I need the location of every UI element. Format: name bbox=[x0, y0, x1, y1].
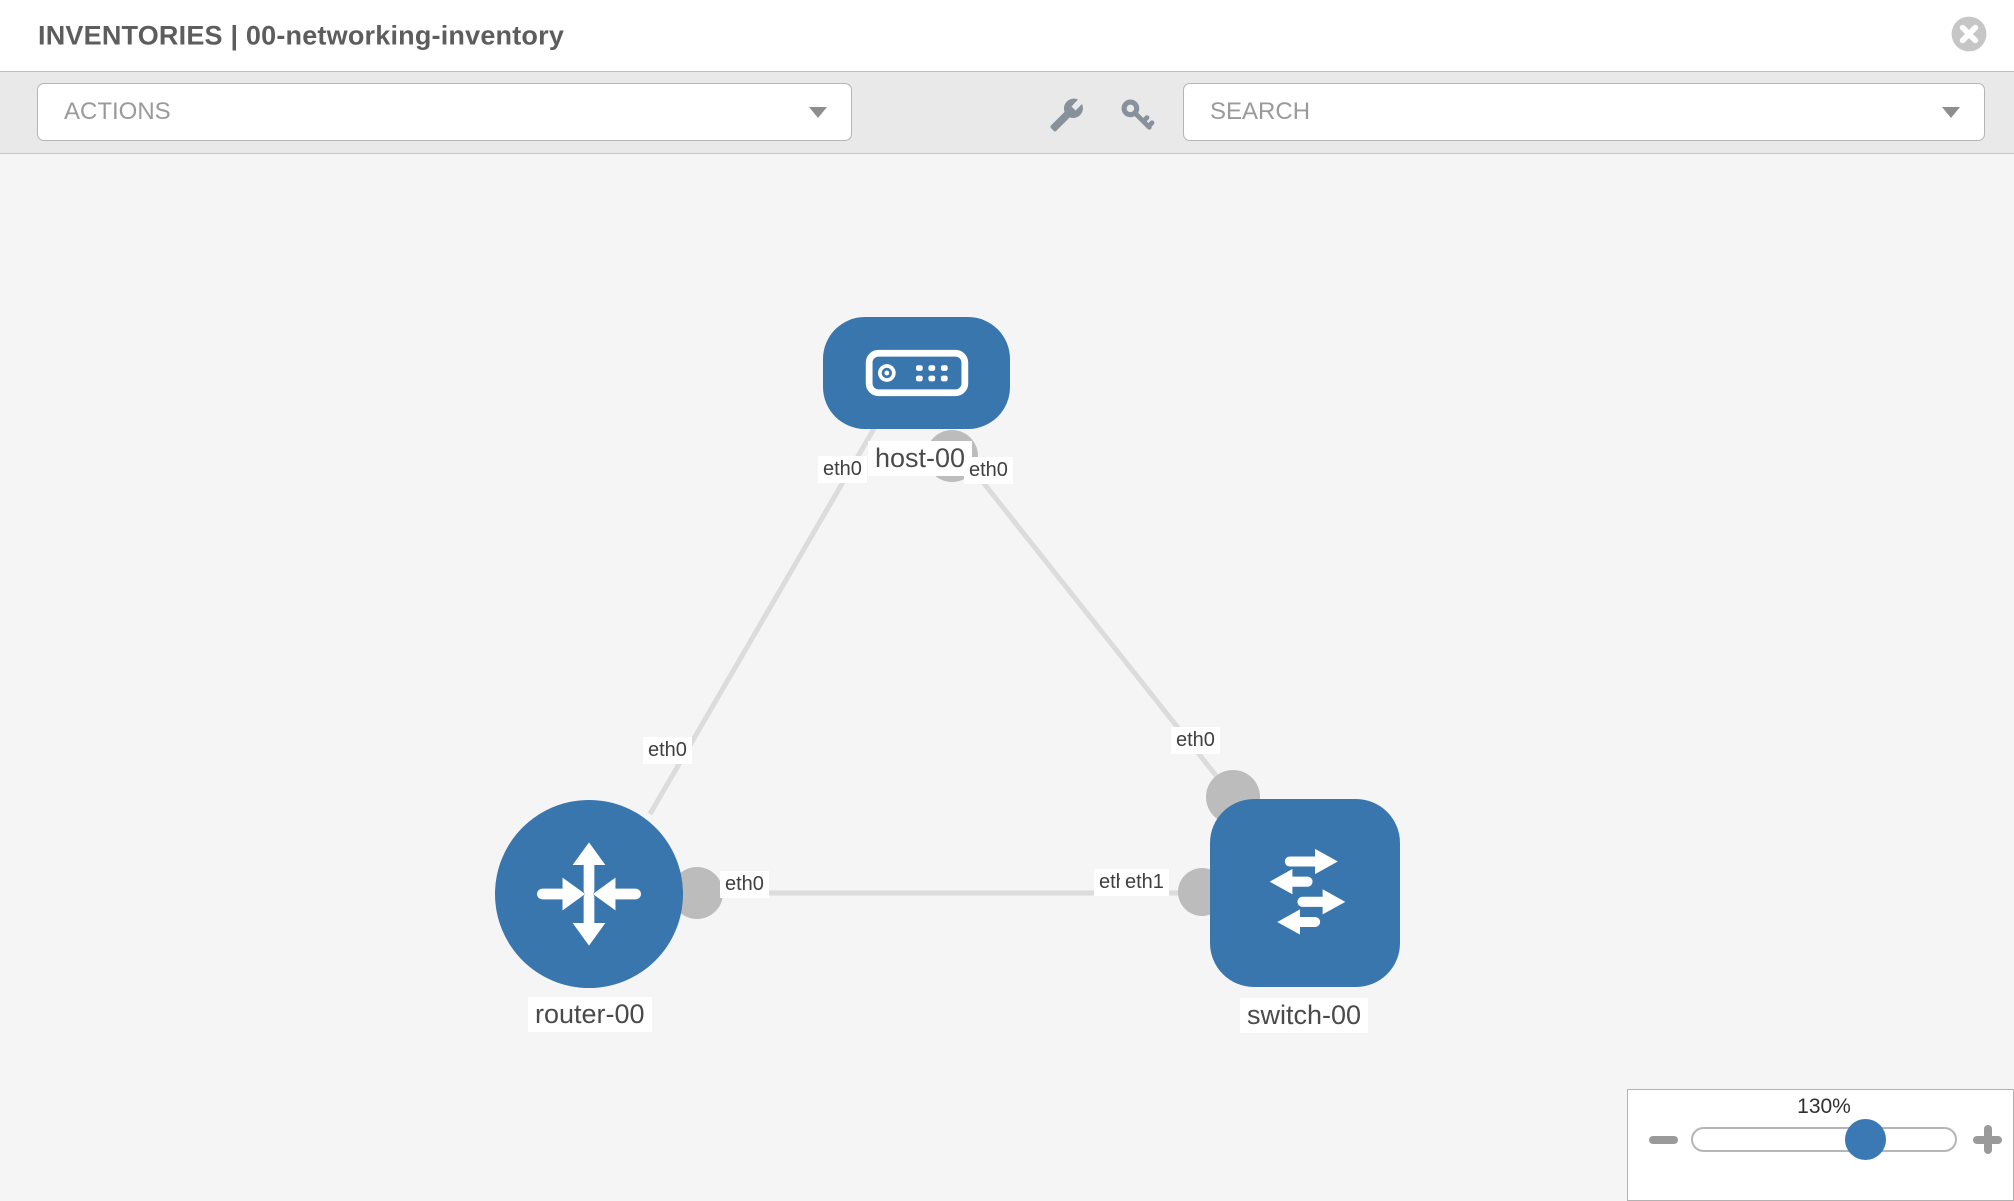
interface-label: eth0 bbox=[964, 457, 1013, 484]
close-icon bbox=[1951, 16, 1987, 52]
actions-dropdown[interactable]: ACTIONS bbox=[37, 83, 852, 141]
zoom-slider-handle[interactable] bbox=[1845, 1119, 1886, 1160]
tools-wrench-button[interactable] bbox=[1049, 97, 1085, 133]
search-dropdown[interactable]: SEARCH bbox=[1183, 83, 1985, 141]
zoom-slider-track[interactable] bbox=[1691, 1127, 1957, 1152]
switch-icon bbox=[1269, 848, 1346, 935]
router-icon bbox=[537, 842, 641, 946]
page-title: INVENTORIES | 00-networking-inventory bbox=[38, 20, 565, 50]
router-port-circle bbox=[671, 867, 723, 919]
interface-label: eth0 bbox=[720, 871, 769, 898]
interface-label: eth0 bbox=[818, 456, 867, 483]
key-icon bbox=[1121, 99, 1155, 130]
close-button[interactable] bbox=[1950, 15, 1988, 53]
zoom-panel: 130% bbox=[1627, 1089, 2014, 1201]
wrench-icon bbox=[1050, 98, 1083, 132]
zoom-out-button[interactable] bbox=[1649, 1136, 1678, 1144]
page-header: INVENTORIES | 00-networking-inventory bbox=[0, 0, 2014, 72]
search-dropdown-label: SEARCH bbox=[1210, 98, 1311, 125]
node-switch-00[interactable] bbox=[1210, 799, 1400, 987]
node-label-host-00: host-00 bbox=[868, 441, 973, 476]
node-label-router-00: router-00 bbox=[528, 997, 652, 1032]
topology-canvas[interactable]: host-00 router-00 switch-00 eth0 eth0 et… bbox=[0, 154, 2014, 1201]
interface-label: eth0 bbox=[1171, 727, 1220, 754]
actions-dropdown-label: ACTIONS bbox=[64, 98, 171, 125]
chevron-down-icon bbox=[1942, 107, 1960, 118]
key-button[interactable] bbox=[1119, 97, 1155, 133]
host-icon bbox=[865, 349, 968, 397]
zoom-level: 130% bbox=[1797, 1095, 1851, 1118]
chevron-down-icon bbox=[809, 107, 827, 118]
topology-edges bbox=[595, 425, 1260, 919]
node-label-switch-00: switch-00 bbox=[1240, 998, 1369, 1033]
toolbar: ACTIONS SEARCH bbox=[0, 72, 2014, 154]
interface-label: eth0 bbox=[643, 737, 692, 764]
node-host-00[interactable] bbox=[823, 317, 1010, 429]
zoom-in-button[interactable] bbox=[1973, 1125, 2002, 1154]
node-router-00[interactable] bbox=[495, 800, 683, 988]
interface-label: eth1 bbox=[1120, 869, 1169, 896]
